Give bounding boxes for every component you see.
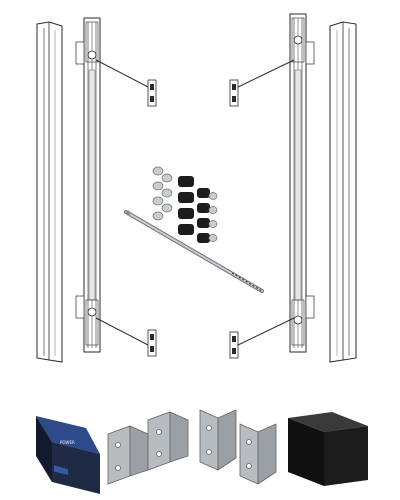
- outer-rail-left: [36, 21, 63, 363]
- wall-bracket-bottom-right: [229, 331, 239, 359]
- drive-shaft: [124, 210, 264, 293]
- dark-nut-column-right: [197, 188, 210, 243]
- wall-bracket-bottom-left: [147, 329, 157, 357]
- bracket-pair-left: [107, 411, 189, 485]
- connecting-arms: [95, 59, 295, 347]
- hardware-set: [152, 166, 218, 243]
- track-assembly-left: [75, 17, 101, 353]
- outer-rail-right: [329, 21, 357, 363]
- track-assembly-right: [289, 13, 315, 353]
- controller-label: POWER: [60, 440, 75, 445]
- foam-block: [288, 412, 368, 486]
- wall-bracket-top-right: [229, 79, 239, 107]
- bolt-column: [208, 192, 218, 242]
- spacer-column: [152, 166, 173, 221]
- controller-box: POWER: [36, 416, 100, 494]
- wall-bracket-top-left: [147, 79, 157, 107]
- bracket-pair-right: [199, 409, 277, 485]
- dark-nut-column-left: [178, 176, 194, 235]
